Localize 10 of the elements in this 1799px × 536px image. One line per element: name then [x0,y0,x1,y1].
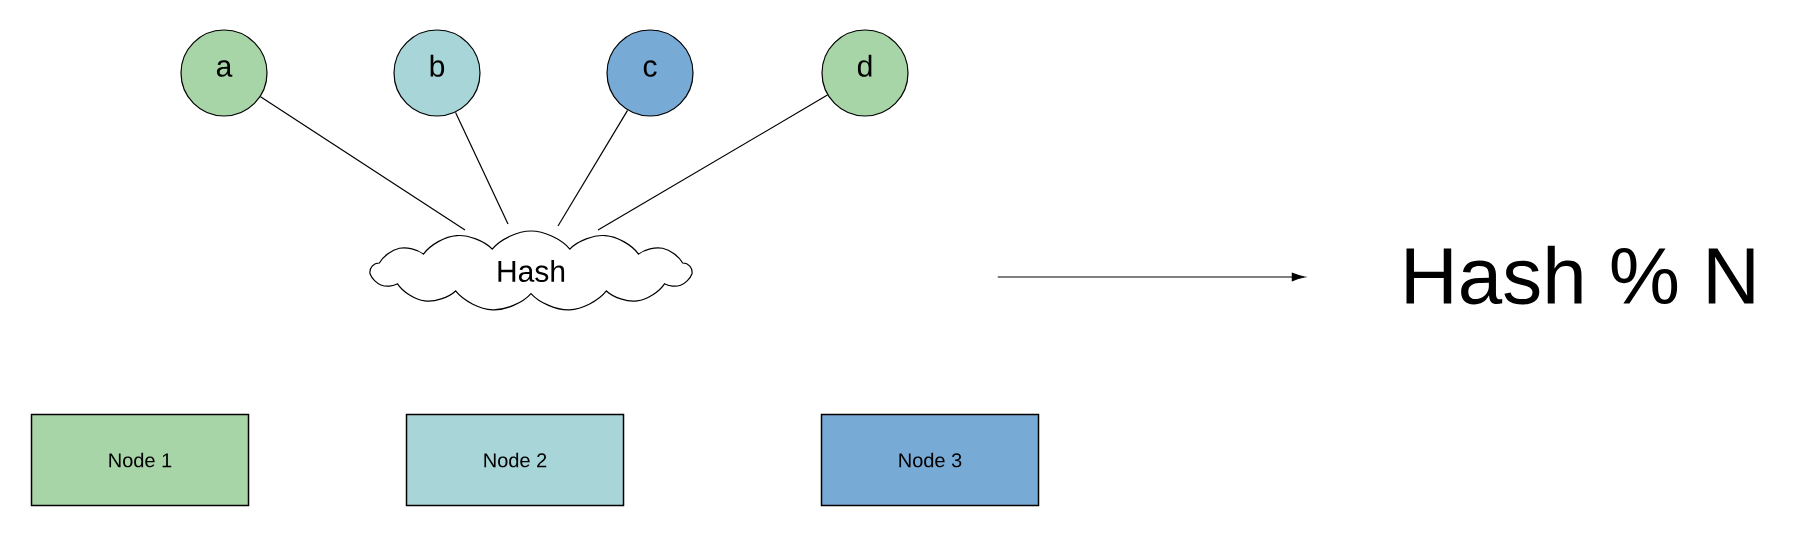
formula-text: Hash % N [1406,245,1754,305]
connector-line [557,109,629,227]
connector-line [597,94,829,231]
node-box: Node 3 [820,413,1040,507]
connector-line [259,96,466,231]
node-box: Node 1 [30,413,250,507]
hash-cloud: Hash [369,230,693,311]
connector-line [454,111,509,225]
arrow [997,272,1306,282]
node-box: Node 2 [405,413,625,507]
